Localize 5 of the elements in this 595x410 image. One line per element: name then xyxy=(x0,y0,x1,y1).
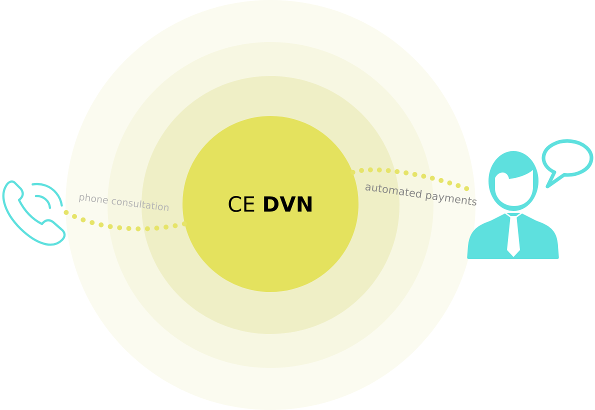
phone-icon xyxy=(2,180,66,246)
edge-label: automated payments xyxy=(365,184,477,206)
dotted-connector xyxy=(64,210,188,232)
edge-label: phone consultation xyxy=(79,194,169,212)
dotted-connector xyxy=(350,167,470,192)
